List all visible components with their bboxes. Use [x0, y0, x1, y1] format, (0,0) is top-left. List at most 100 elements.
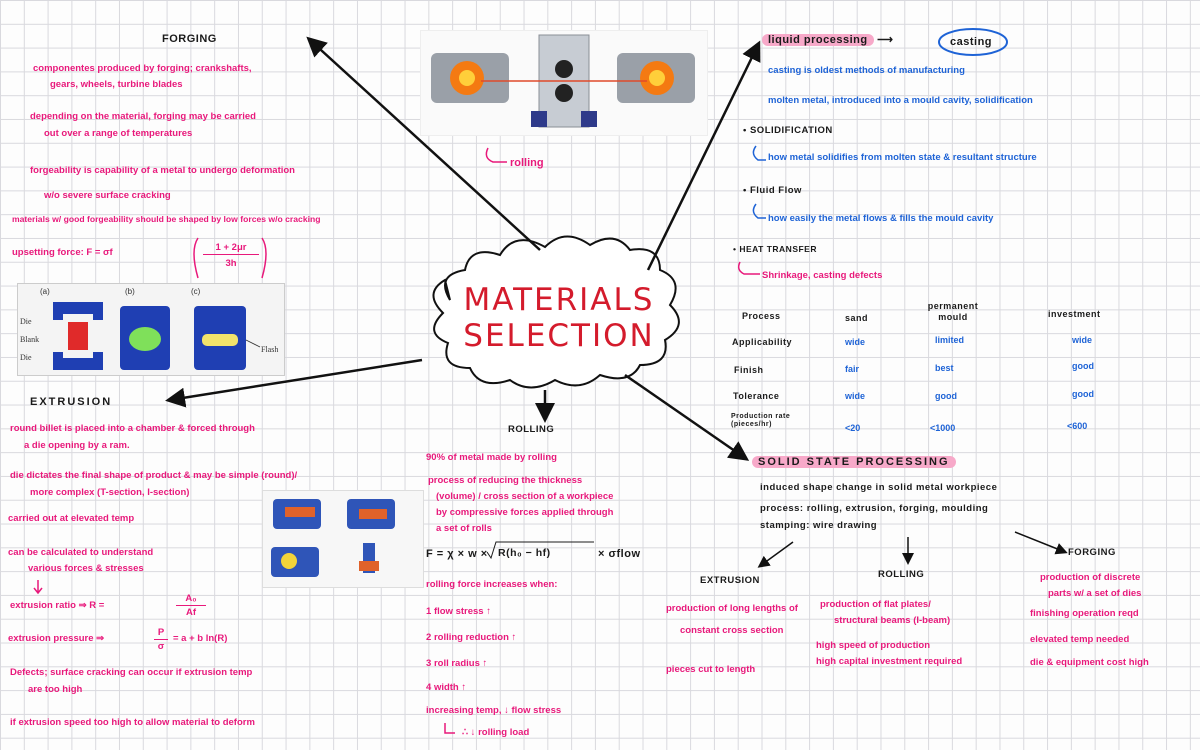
- solid-state-item: process: rolling, extrusion, forging, mo…: [760, 503, 989, 514]
- ss-forging-item: elevated temp needed: [1030, 634, 1130, 645]
- rolling-item: a set of rolls: [436, 523, 492, 534]
- table-cell: good: [1072, 361, 1094, 371]
- bullet-number: 4: [426, 682, 432, 693]
- forging-item: forgeability is capability of a metal to…: [30, 165, 295, 176]
- fig-die-top: Die: [20, 317, 32, 326]
- casting-circle: [938, 28, 1008, 56]
- table-row-label: Finish: [734, 365, 764, 375]
- solidification-desc: how metal solidifies from molten state &…: [768, 152, 1037, 163]
- forging-item: w/o severe surface cracking: [44, 190, 171, 201]
- extrusion-item: can be calculated to understand: [8, 547, 154, 558]
- extrusion-item: carried out at elevated temp: [8, 513, 135, 524]
- solid-state-item: induced shape change in solid metal work…: [760, 482, 998, 493]
- center-title-line2: SELECTION: [463, 318, 655, 354]
- ss-rolling-title: ROLLING: [878, 569, 925, 580]
- ss-rolling-item: high speed of production: [816, 640, 930, 651]
- bullet-dot: •: [743, 125, 750, 136]
- arrow-to-solid-state: [624, 373, 750, 461]
- solid-state-item: stamping: wire drawing: [760, 520, 878, 531]
- ss-forging-item: finishing operation reqd: [1030, 608, 1139, 619]
- bullet-number: 1: [426, 606, 432, 617]
- ss-extrusion-item: production of long lengths of: [666, 603, 798, 614]
- forging-formula-num: 1 + 2μr: [203, 242, 259, 255]
- forging-dies-drawing: [53, 302, 261, 370]
- solidification-title-text: SOLIDIFICATION: [749, 125, 833, 136]
- fig-label-b: (b): [125, 287, 135, 296]
- rolling-factor: 2 rolling reduction ↑: [426, 632, 516, 644]
- hook-heat: [737, 261, 760, 275]
- heat-transfer-desc: Shrinkage, casting defects: [762, 270, 883, 281]
- rolling-title: ROLLING: [508, 424, 555, 435]
- rolling-factor: 3 roll radius ↑: [426, 658, 487, 670]
- ss-rolling-item: high capital investment required: [816, 656, 963, 667]
- forging-item: gears, wheels, turbine blades: [50, 79, 183, 90]
- extrusion-item: if extrusion speed too high to allow mat…: [10, 717, 255, 728]
- extrusion-item: die dictates the final shape of product …: [10, 470, 298, 481]
- table-header-permanent: permanent mould: [927, 301, 979, 322]
- ss-forging-item: parts w/ a set of dies: [1048, 588, 1142, 599]
- table-row-label: Production rate (pieces/hr): [731, 413, 791, 428]
- table-cell: wide: [845, 391, 866, 401]
- rolling-item: ∴ ↓ rolling load: [462, 727, 530, 738]
- solid-state-title: SOLID STATE PROCESSING: [752, 456, 956, 468]
- rolling-mill-image: [420, 30, 708, 136]
- solidification-title: • SOLIDIFICATION: [743, 125, 833, 137]
- arrow-glyph: ⟶: [873, 34, 894, 46]
- forging-item: materials w/ good forgeability should be…: [12, 214, 321, 224]
- ss-extrusion-item: constant cross section: [680, 625, 784, 636]
- table-header-investment: investment: [1048, 309, 1101, 319]
- rolling-factor-text: width ↑: [433, 682, 467, 693]
- ss-rolling-item: production of flat plates/: [820, 599, 931, 610]
- center-title: MATERIALS SELECTION: [448, 282, 670, 354]
- rolling-item: 90% of metal made by rolling: [426, 452, 557, 463]
- hook-rolling: [485, 147, 507, 163]
- extrusion-item: more complex (T-section, I-section): [30, 487, 190, 498]
- ss-forging-title: FORGING: [1068, 547, 1116, 558]
- rolling-force-rhs: × σflow: [598, 548, 641, 560]
- extrusion-pressure-den: σ: [157, 641, 165, 652]
- forging-figure: (a) (b) (c) Die Blank Die Flash: [17, 283, 285, 376]
- liquid-item: casting is oldest methods of manufacturi…: [768, 65, 965, 76]
- rolling-image-label: rolling: [510, 157, 544, 169]
- table-cell: <20: [845, 423, 861, 433]
- liquid-title-text: liquid processing: [762, 34, 874, 46]
- ss-extrusion-title: EXTRUSION: [700, 575, 760, 586]
- ss-forging-item: production of discrete: [1040, 572, 1141, 583]
- table-cell: best: [935, 363, 954, 373]
- center-title-line1: MATERIALS: [463, 282, 655, 318]
- forging-item: out over a range of temperatures: [44, 128, 193, 139]
- hook-flow: [752, 203, 766, 219]
- table-cell: limited: [935, 335, 965, 345]
- extrusion-item: are too high: [28, 684, 83, 695]
- arrow-to-ss-extrusion: [757, 541, 794, 568]
- extrusion-drawing: [271, 499, 395, 577]
- rolling-item: process of reducing the thickness: [428, 475, 583, 486]
- extrusion-pressure: extrusion pressure ⇒: [8, 633, 105, 644]
- table-cell: wide: [1072, 335, 1093, 345]
- table-cell: good: [935, 391, 957, 401]
- forging-upsetting-force: upsetting force: F = σf: [12, 247, 113, 258]
- fig-blank: Blank: [20, 335, 40, 344]
- liquid-item: molten metal, introduced into a mould ca…: [768, 95, 1033, 106]
- extrusion-pressure-rhs: = a + b ln(R): [173, 633, 228, 644]
- hook-rolling-f: [444, 723, 455, 734]
- extrusion-ratio-den: Af: [185, 607, 197, 618]
- ss-forging-item: die & equipment cost high: [1030, 657, 1149, 668]
- fluid-flow-desc: how easily the metal flows & fills the m…: [768, 213, 994, 224]
- heat-transfer-title: • HEAT TRANSFER: [733, 243, 817, 255]
- fluid-flow-title: • Fluid Flow: [743, 185, 802, 197]
- forging-item: componentes produced by forging; cranksh…: [33, 63, 252, 74]
- down-arrow-ext: [33, 580, 43, 595]
- rolling-factor: 1 flow stress ↑: [426, 606, 491, 618]
- arrow-to-ss-forging: [1014, 531, 1068, 555]
- extrusion-item: a die opening by a ram.: [24, 440, 130, 451]
- table-cell: <600: [1067, 421, 1088, 431]
- forging-formula-den: 3h: [225, 258, 237, 269]
- forging-title: FORGING: [162, 33, 217, 45]
- extrusion-ratio-num: A₀: [176, 593, 206, 606]
- sqrt-sign: [486, 541, 594, 560]
- bullet-number: 3: [426, 658, 432, 669]
- rolling-item: increasing temp, ↓ flow stress: [426, 705, 562, 716]
- forging-item: depending on the material, forging may b…: [30, 111, 256, 122]
